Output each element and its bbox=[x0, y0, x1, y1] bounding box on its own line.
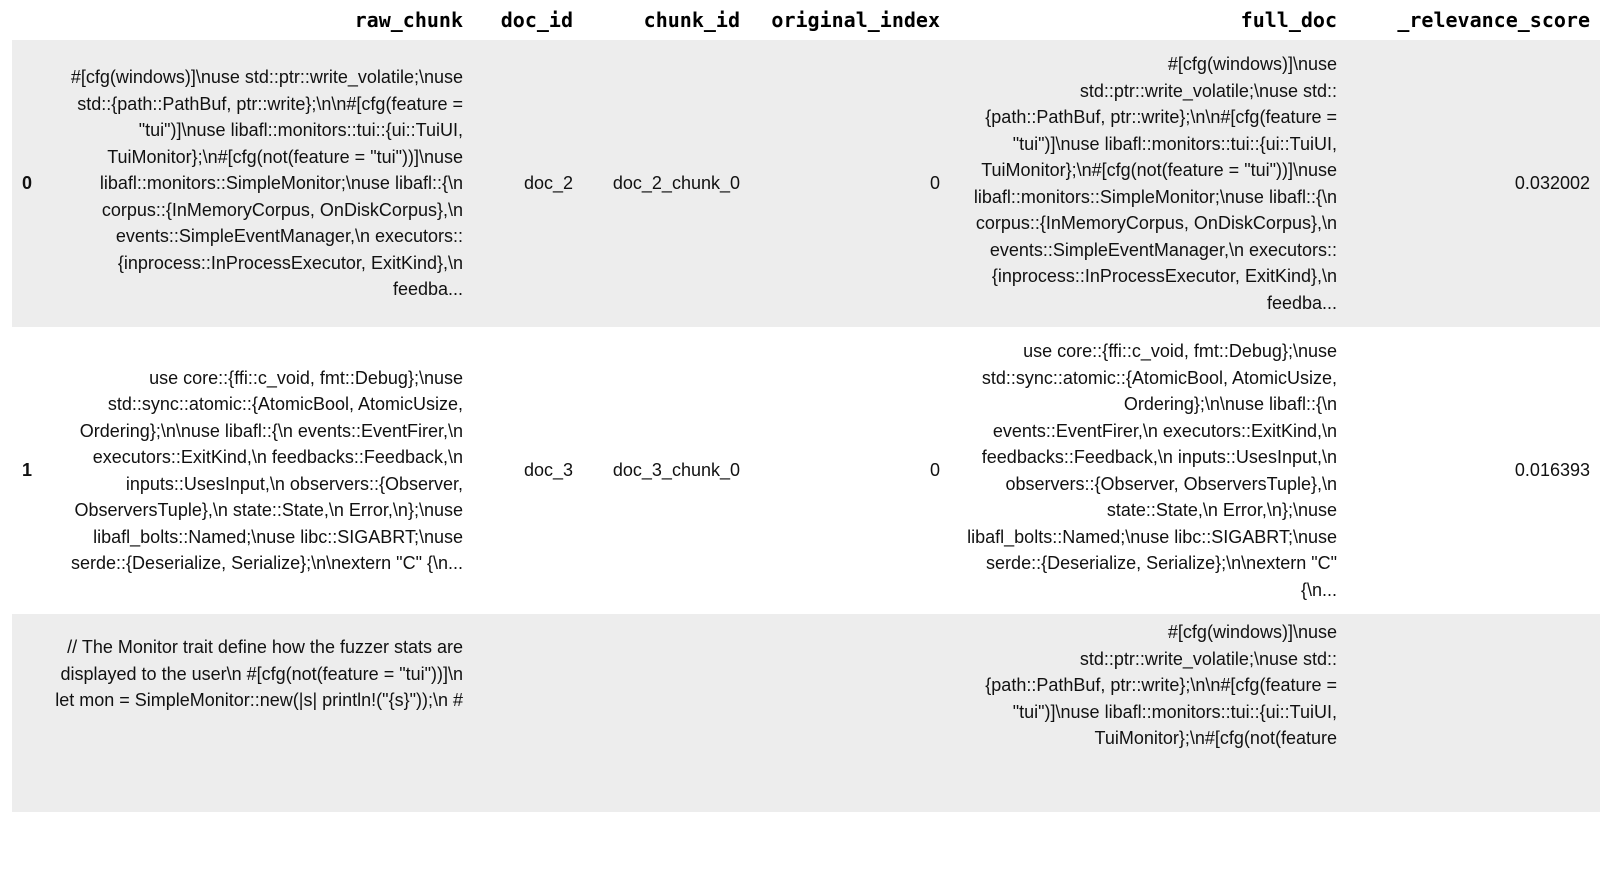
cell-1-full-doc: use core::{ffi::c_void, fmt::Debug};\nus… bbox=[967, 341, 1337, 600]
cell-0-original-index: 0 bbox=[929, 173, 940, 194]
cell-0-relevance-score: 0.032002 bbox=[1514, 173, 1590, 194]
table-row-2: // The Monitor trait define how the fuzz… bbox=[12, 614, 1600, 812]
header-row: raw_chunk doc_id chunk_id original_index… bbox=[12, 0, 1600, 40]
corner-header bbox=[12, 0, 42, 40]
table-row-0: 0 #[cfg(windows)]\nuse std::ptr::write_v… bbox=[12, 40, 1600, 327]
cell-0-raw-chunk: #[cfg(windows)]\nuse std::ptr::write_vol… bbox=[70, 67, 463, 300]
cell-2-original-index bbox=[750, 614, 950, 812]
column-header-original-index: original_index bbox=[750, 0, 950, 40]
cell-2-relevance-score bbox=[1347, 614, 1600, 812]
cell-1-doc-id: doc_3 bbox=[523, 460, 573, 481]
cell-2-raw-chunk: // The Monitor trait define how the fuzz… bbox=[55, 637, 463, 710]
cell-0-doc-id: doc_2 bbox=[523, 173, 573, 194]
cell-0-full-doc: #[cfg(windows)]\nuse std::ptr::write_vol… bbox=[973, 54, 1337, 313]
row-index-2 bbox=[12, 614, 42, 812]
cell-1-original-index: 0 bbox=[929, 460, 940, 481]
column-header-relevance-score: _relevance_score bbox=[1347, 0, 1600, 40]
column-header-chunk-id: chunk_id bbox=[583, 0, 750, 40]
dataframe-table: raw_chunk doc_id chunk_id original_index… bbox=[12, 0, 1600, 812]
row-index-0: 0 bbox=[22, 173, 33, 194]
dataframe-container: raw_chunk doc_id chunk_id original_index… bbox=[12, 0, 1600, 812]
column-header-doc-id: doc_id bbox=[473, 0, 583, 40]
row-index-1: 1 bbox=[22, 460, 33, 481]
column-header-raw-chunk: raw_chunk bbox=[42, 0, 473, 40]
cell-1-raw-chunk: use core::{ffi::c_void, fmt::Debug};\nus… bbox=[71, 367, 463, 574]
cell-2-doc-id bbox=[473, 614, 583, 812]
cell-0-chunk-id: doc_2_chunk_0 bbox=[612, 173, 740, 194]
cell-1-chunk-id: doc_3_chunk_0 bbox=[612, 460, 740, 481]
column-header-full-doc: full_doc bbox=[950, 0, 1347, 40]
table-row-1: 1 use core::{ffi::c_void, fmt::Debug};\n… bbox=[12, 327, 1600, 614]
cell-1-relevance-score: 0.016393 bbox=[1514, 460, 1590, 481]
cell-2-chunk-id bbox=[583, 614, 750, 812]
cell-2-full-doc: #[cfg(windows)]\nuse std::ptr::write_vol… bbox=[985, 622, 1337, 748]
